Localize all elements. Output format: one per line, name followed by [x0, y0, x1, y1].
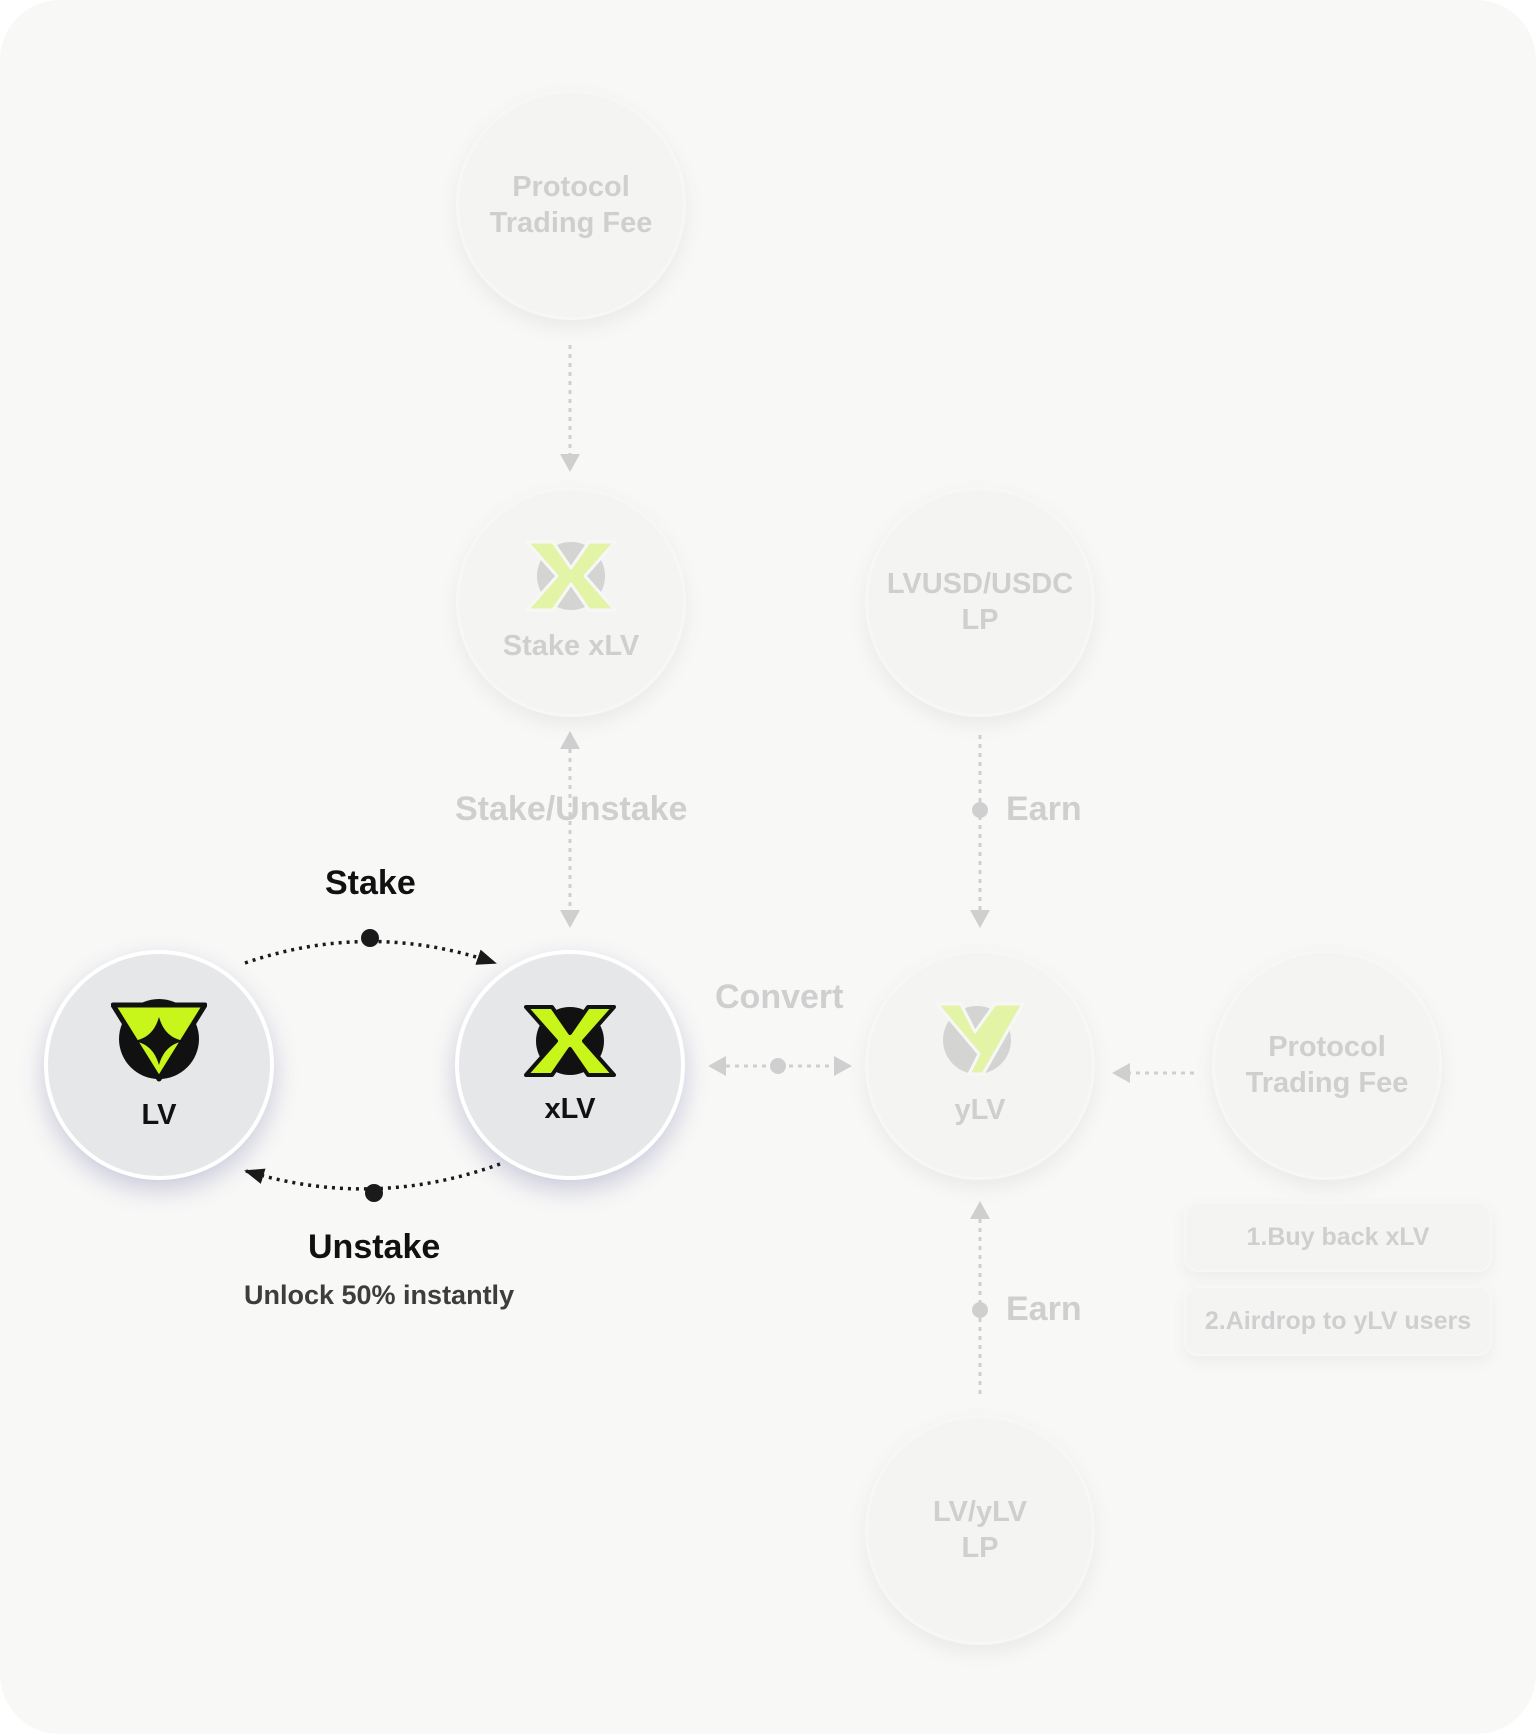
lv-label: LV [141, 1098, 177, 1131]
lv-ylv-lp-node: LV/yLV LP [865, 1415, 1095, 1645]
lv-logo-icon [111, 998, 207, 1081]
xlv-logo-icon [525, 540, 617, 612]
lvusd-usdc-lp-node: LVUSD/USDC LP [865, 487, 1095, 717]
xlv-label: xLV [544, 1092, 596, 1125]
lp-earn-bottom-connector [970, 1201, 990, 1397]
ylv-label: yLV [954, 1094, 1006, 1126]
earn-top-label: Earn [1006, 790, 1082, 828]
ylv-logo-icon [935, 1002, 1025, 1076]
ylv-node: yLV [865, 950, 1095, 1180]
earn-bottom-label: Earn [1006, 1290, 1082, 1328]
stake-unstake-label: Stake/Unstake [455, 790, 688, 828]
unstake-arc [244, 1162, 501, 1202]
xlv-node[interactable]: xLV [455, 950, 685, 1180]
stake-arc [244, 929, 497, 965]
lvusd-lp-line1: LVUSD/USDC [886, 568, 1074, 600]
unstake-label: Unstake [308, 1228, 441, 1266]
protocol-fee-top-node: Protocol Trading Fee [456, 90, 686, 320]
convert-label: Convert [715, 978, 844, 1016]
lvusd-lp-line2: LP [961, 604, 999, 636]
fee-use-airdrop: 2.Airdrop to yLV users [1184, 1286, 1492, 1356]
protocol-fee-top-line2: Trading Fee [489, 207, 653, 239]
unlock-label: Unlock 50% instantly [244, 1280, 515, 1310]
stake-unstake-connector [560, 731, 580, 928]
fee-use-buyback: 1.Buy back xLV [1184, 1202, 1492, 1272]
lp-earn-top-connector [970, 735, 990, 928]
stake-label: Stake [325, 864, 416, 902]
stake-xlv-node: Stake xLV [456, 487, 686, 717]
stake-xlv-label: Stake xLV [502, 630, 640, 662]
lv-ylv-lp-line1: LV/yLV [933, 1496, 1027, 1528]
protocol-fee-right-node: Protocol Trading Fee [1212, 950, 1442, 1180]
lv-ylv-lp-line2: LP [961, 1532, 999, 1564]
xlv-logo-icon [524, 1004, 616, 1077]
lv-node[interactable]: LV [44, 950, 274, 1180]
convert-connector [708, 1056, 852, 1076]
fee-to-stake-connector [560, 345, 580, 472]
protocol-fee-right-line2: Trading Fee [1245, 1067, 1409, 1099]
protocol-fee-top-line1: Protocol [512, 171, 630, 203]
protocol-fee-right-line1: Protocol [1268, 1031, 1386, 1063]
fee-to-ylv-connector [1112, 1063, 1194, 1083]
